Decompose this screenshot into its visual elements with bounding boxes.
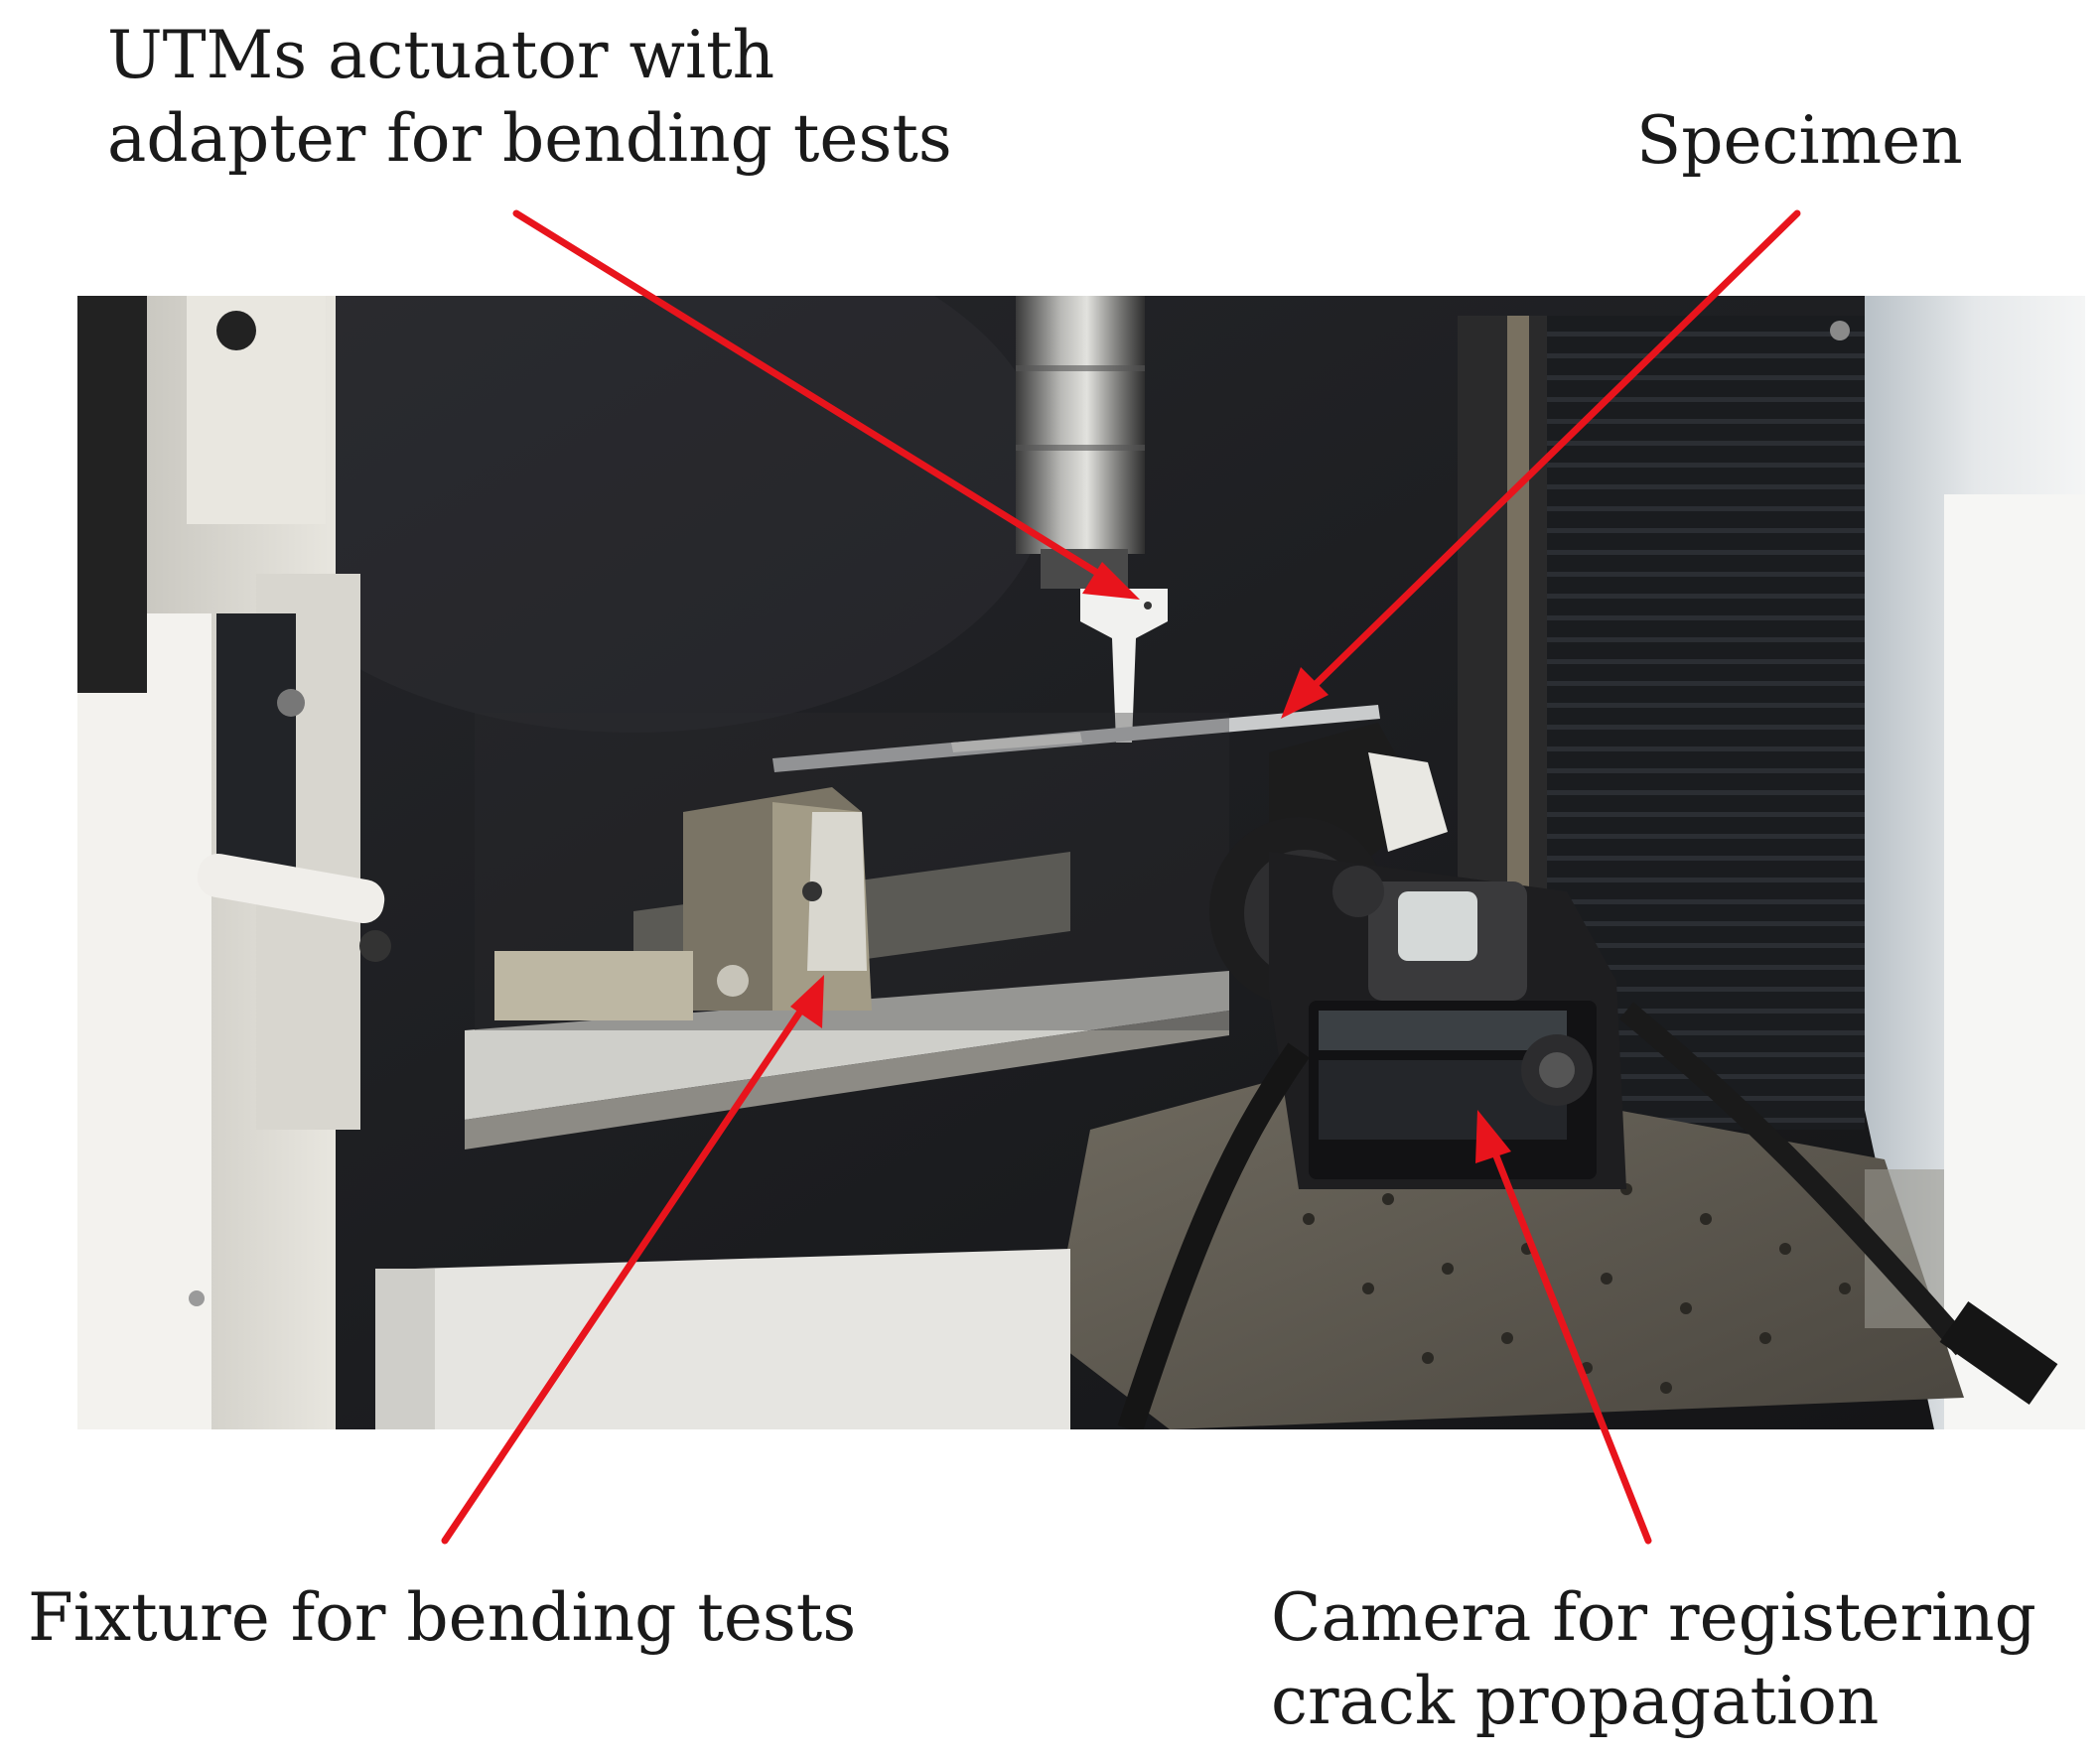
label-specimen-line-1: Specimen	[1636, 102, 1963, 179]
label-actuator-line-1: UTMs actuator with	[107, 17, 775, 93]
test-setup-photo	[77, 296, 2085, 1429]
label-fixture-line-1: Fixture for bending tests	[28, 1579, 857, 1656]
label-specimen: Specimen	[1636, 99, 1963, 183]
label-actuator-line-2: adapter for bending tests	[107, 100, 952, 177]
label-camera-line-1: Camera for registering	[1271, 1579, 2036, 1656]
label-fixture: Fixture for bending tests	[28, 1576, 856, 1660]
test-setup-photo-drawing	[77, 296, 2085, 1429]
label-camera: Camera for registering crack propagation	[1271, 1576, 2036, 1743]
label-camera-line-2: crack propagation	[1271, 1663, 1880, 1739]
label-actuator: UTMs actuator with adapter for bending t…	[107, 14, 952, 181]
